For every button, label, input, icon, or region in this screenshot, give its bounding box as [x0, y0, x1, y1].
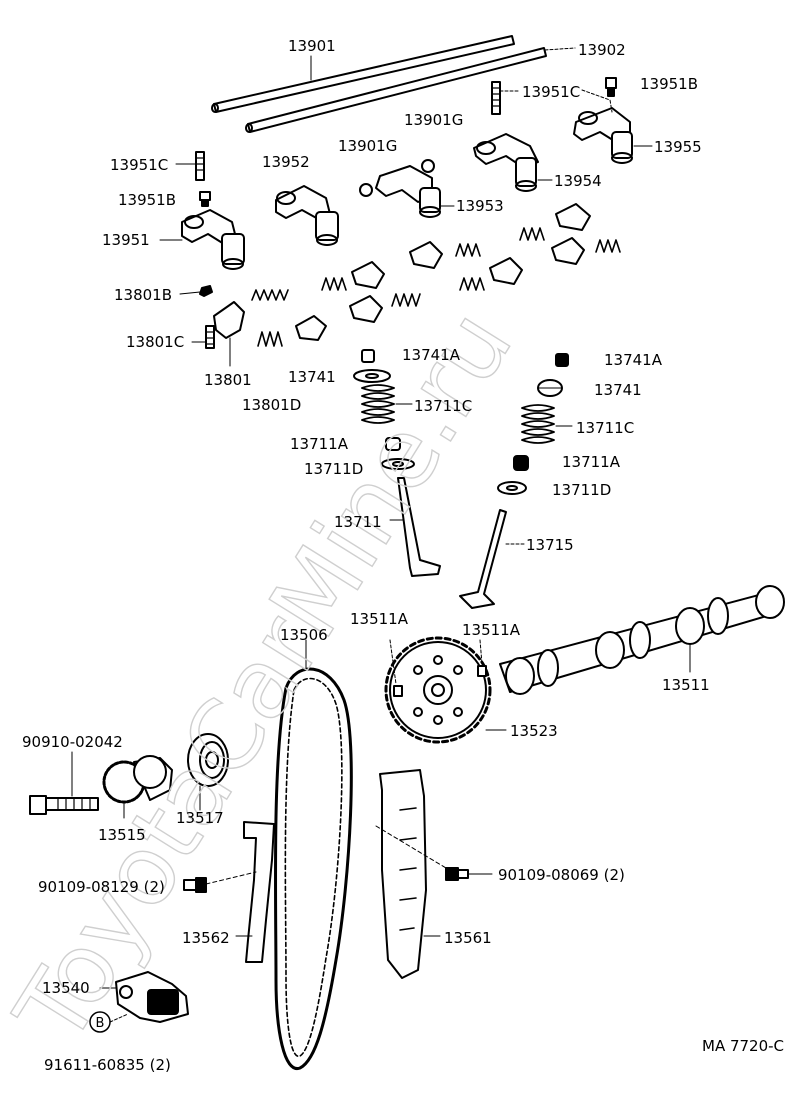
rocker-support-13955 — [573, 89, 653, 164]
pin-13511A-b — [477, 639, 487, 677]
label-13561: 13561 — [444, 929, 492, 947]
screw-13801C — [191, 325, 215, 349]
label-13711D-left: 13711D — [304, 460, 364, 478]
rocker-support-13954 — [473, 133, 553, 192]
label-13952: 13952 — [262, 153, 310, 171]
label-13711A-left: 13711A — [290, 435, 348, 453]
label-13902: 13902 — [578, 41, 626, 59]
label-13951C-top: 13951C — [522, 83, 581, 101]
label-13951C-left: 13951C — [110, 156, 169, 174]
pin-13511A-a — [389, 639, 403, 697]
seal-13711A-right — [513, 455, 529, 471]
label-13801B: 13801B — [114, 286, 173, 304]
label-13741A-right: 13741A — [604, 351, 662, 369]
valve-spring-13711C-right — [521, 404, 573, 444]
label-13901G-a: 13901G — [404, 111, 464, 129]
marker-b-text: B — [96, 1016, 105, 1031]
camshaft-sprocket-13523 — [384, 636, 507, 744]
label-13954: 13954 — [554, 172, 602, 190]
timing-chain-13506 — [273, 639, 353, 1070]
rocker-shaft-13902 — [245, 47, 576, 133]
tensioner-13540 — [99, 971, 189, 1023]
label-13801: 13801 — [204, 371, 252, 389]
bolt-90109-08069 — [375, 825, 493, 881]
label-13951B-left: 13951B — [118, 191, 177, 209]
label-90109-08069: 90109-08069 (2) — [498, 866, 625, 884]
label-13711: 13711 — [334, 513, 382, 531]
label-13901: 13901 — [288, 37, 336, 55]
rocker-shaft-13901 — [211, 35, 515, 113]
damper-13517 — [187, 733, 229, 811]
label-91611-60835: 91611-60835 (2) — [44, 1056, 171, 1074]
rocker-arm-13953 — [359, 159, 455, 218]
label-13711D-right: 13711D — [552, 481, 612, 499]
exhaust-valve-13715 — [459, 509, 525, 609]
label-13523: 13523 — [510, 722, 558, 740]
seal-13711A-left — [385, 437, 401, 451]
retainer-13741-left — [353, 369, 391, 383]
valve-spring-13711C-left — [361, 384, 413, 424]
label-13741-left: 13741 — [288, 368, 336, 386]
intake-valve-13711 — [389, 477, 441, 577]
label-13801D: 13801D — [242, 396, 302, 414]
label-13517: 13517 — [176, 809, 224, 827]
bolt-13951B-left — [199, 191, 211, 207]
label-13711C-right: 13711C — [576, 419, 635, 437]
label-13711C-left: 13711C — [414, 397, 473, 415]
bolt-13951C-left — [175, 151, 205, 181]
label-13511: 13511 — [662, 676, 710, 694]
seat-13711D-left — [381, 458, 415, 470]
label-13741-right: 13741 — [594, 381, 642, 399]
sprocket-13515 — [102, 755, 173, 819]
seat-13711D-right — [497, 481, 527, 495]
label-13901G-b: 13901G — [338, 137, 398, 155]
label-13562: 13562 — [182, 929, 230, 947]
label-13511A-a: 13511A — [350, 610, 408, 628]
label-13951: 13951 — [102, 231, 150, 249]
chain-damper-13562 — [235, 821, 275, 963]
label-90910-02042: 90910-02042 — [22, 733, 123, 751]
label-90109-08129: 90109-08129 (2) — [38, 878, 165, 896]
label-13741A-left: 13741A — [402, 346, 460, 364]
rocker-arm-13801 — [213, 301, 245, 367]
label-13953: 13953 — [456, 197, 504, 215]
bolt-90910-02042 — [29, 751, 99, 815]
rocker-support-13951 — [159, 209, 245, 270]
label-13715: 13715 — [526, 536, 574, 554]
camshaft-13511 — [499, 585, 785, 695]
rocker-arms-row — [295, 203, 591, 341]
marker-b-icon — [89, 1011, 111, 1033]
diagram-code: MA 7720-C — [702, 1037, 785, 1055]
label-13951B-top: 13951B — [640, 75, 699, 93]
valve-keeper-13741A-left — [361, 349, 375, 363]
label-13506: 13506 — [280, 626, 328, 644]
valve-keeper-13741A-right — [555, 353, 569, 367]
bolt-13951B-top — [605, 77, 617, 97]
label-13515: 13515 — [98, 826, 146, 844]
chain-guide-13561 — [379, 769, 441, 979]
nut-13801B — [179, 285, 213, 297]
rocker-springs — [251, 227, 621, 347]
label-13955: 13955 — [654, 138, 702, 156]
bolt-13951C-top — [491, 81, 521, 115]
bolt-90109-08129 — [183, 871, 257, 893]
label-13711A-right: 13711A — [562, 453, 620, 471]
rocker-support-13952 — [275, 185, 339, 246]
label-13801C: 13801C — [126, 333, 185, 351]
label-13511A-b: 13511A — [462, 621, 520, 639]
retainer-13741-right — [537, 379, 563, 397]
label-13540: 13540 — [42, 979, 90, 997]
